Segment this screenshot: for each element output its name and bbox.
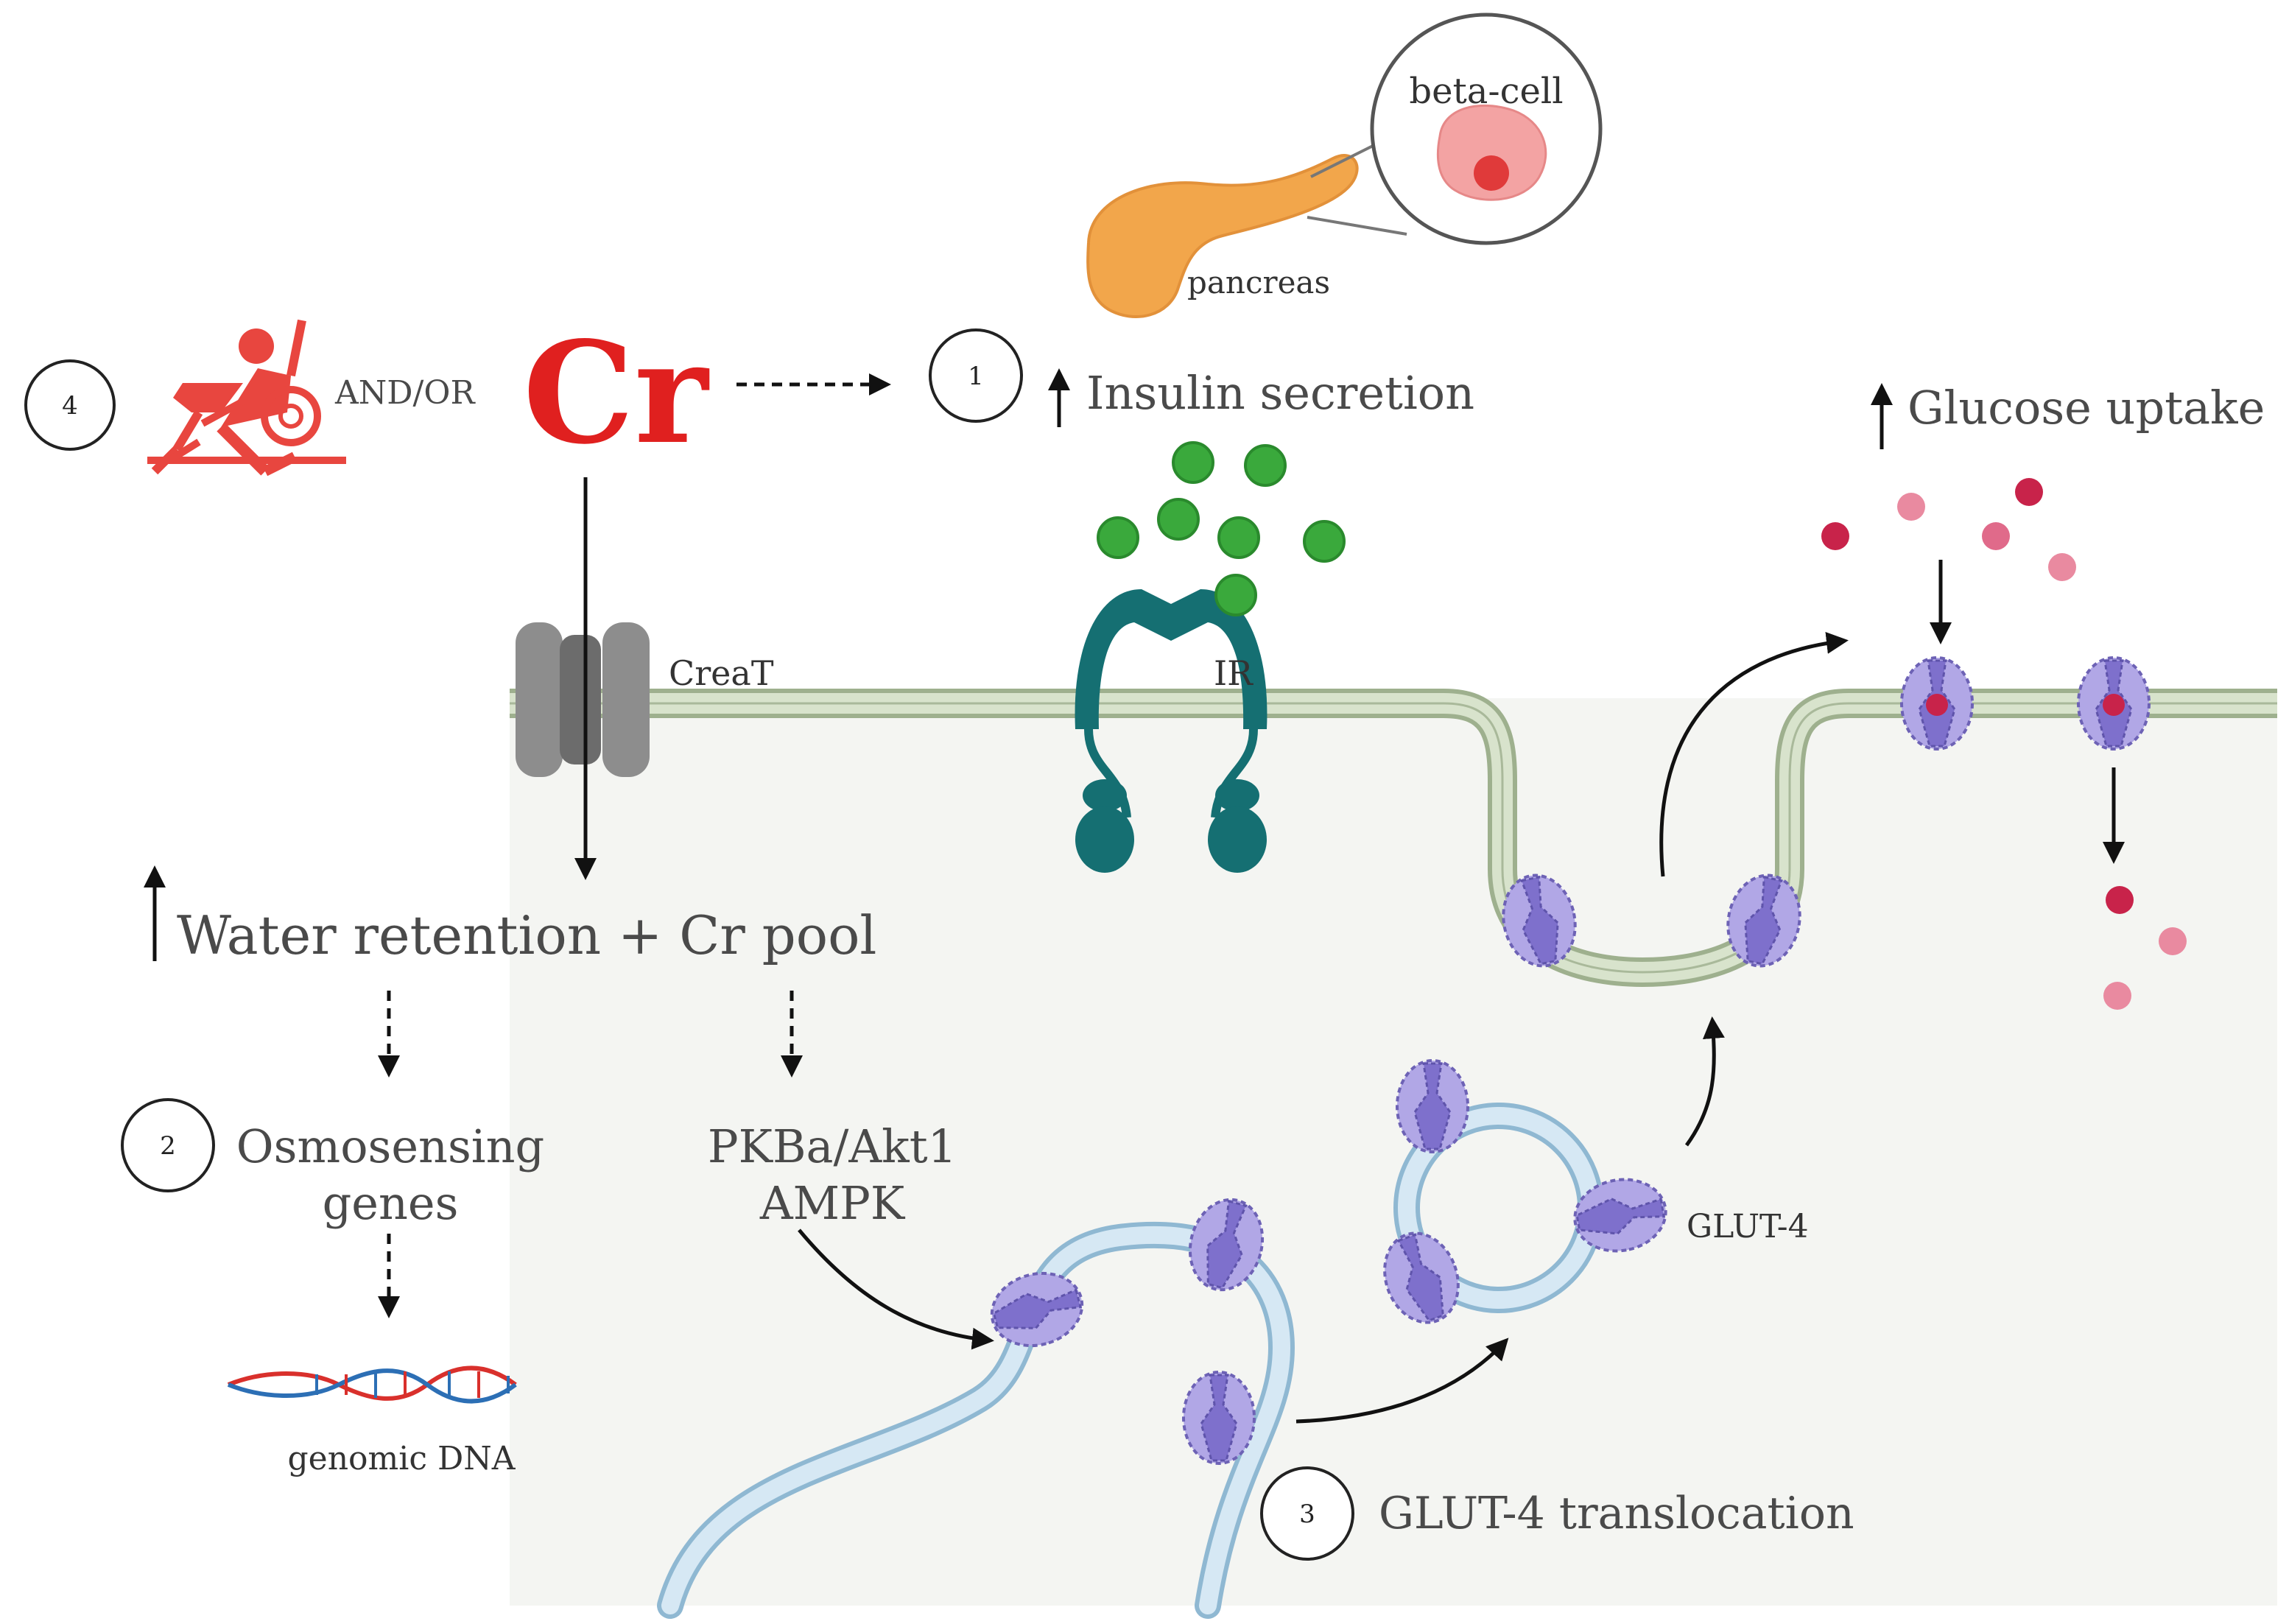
labels: Cr AND/OR Insulin secretion Glucose upta… xyxy=(177,71,2265,1539)
step-2-number: 2 xyxy=(160,1131,176,1161)
creat-label: CreaT xyxy=(669,653,774,693)
ampk-label: AMPK xyxy=(759,1176,906,1230)
exercise-bike-icon xyxy=(147,319,346,477)
osmosensing-label-line1: Osmosensing xyxy=(236,1119,544,1173)
cell-interior xyxy=(510,698,2277,1606)
pkba-label: PKBa/Akt1 xyxy=(708,1119,957,1173)
plasma-membrane xyxy=(510,689,2277,987)
step-1-number: 1 xyxy=(968,362,984,391)
creatine-transporter xyxy=(516,622,650,777)
arrow-membrane-to-surface xyxy=(1659,631,1849,877)
ir-label: IR xyxy=(1214,653,1254,693)
pancreas-label: pancreas xyxy=(1187,264,1330,300)
glut4-label: GLUT-4 xyxy=(1687,1208,1809,1245)
and-or-label: AND/OR xyxy=(334,374,476,412)
dna-helix-icon xyxy=(227,1365,517,1404)
arrow-vesicle-to-vesicle xyxy=(1295,1337,1509,1424)
step-1-circle xyxy=(929,328,1023,423)
glucose-uptake-label: Glucose uptake xyxy=(1908,381,2265,435)
glut4-translocation-label: GLUT-4 translocation xyxy=(1379,1488,1854,1539)
step-3-number: 3 xyxy=(1299,1500,1315,1529)
step-4-number: 4 xyxy=(62,391,78,421)
water-retention-label: Water retention + Cr pool xyxy=(177,904,876,966)
arrow-ampk-to-vesicle xyxy=(798,1228,994,1350)
step-3-circle xyxy=(1260,1466,1354,1561)
step-markers: 4 1 2 3 xyxy=(24,328,1354,1561)
insulin-secretion-label: Insulin secretion xyxy=(1086,366,1474,420)
glucose-molecules xyxy=(1821,478,2187,1010)
insulin-receptor xyxy=(1075,589,1267,873)
cr-label: Cr xyxy=(523,311,710,475)
beta-cell-label: beta-cell xyxy=(1409,71,1563,112)
pathway-arrows xyxy=(144,368,2125,1424)
arrow-vesicle-to-membrane xyxy=(1684,1016,1725,1147)
genomic-dna-label: genomic DNA xyxy=(287,1440,516,1477)
osmosensing-label-line2: genes xyxy=(323,1176,459,1230)
step-2-circle xyxy=(121,1098,215,1192)
insulin-molecules xyxy=(1097,441,1346,616)
step-4-circle xyxy=(24,359,116,451)
pancreas-illustration xyxy=(1086,13,1603,318)
